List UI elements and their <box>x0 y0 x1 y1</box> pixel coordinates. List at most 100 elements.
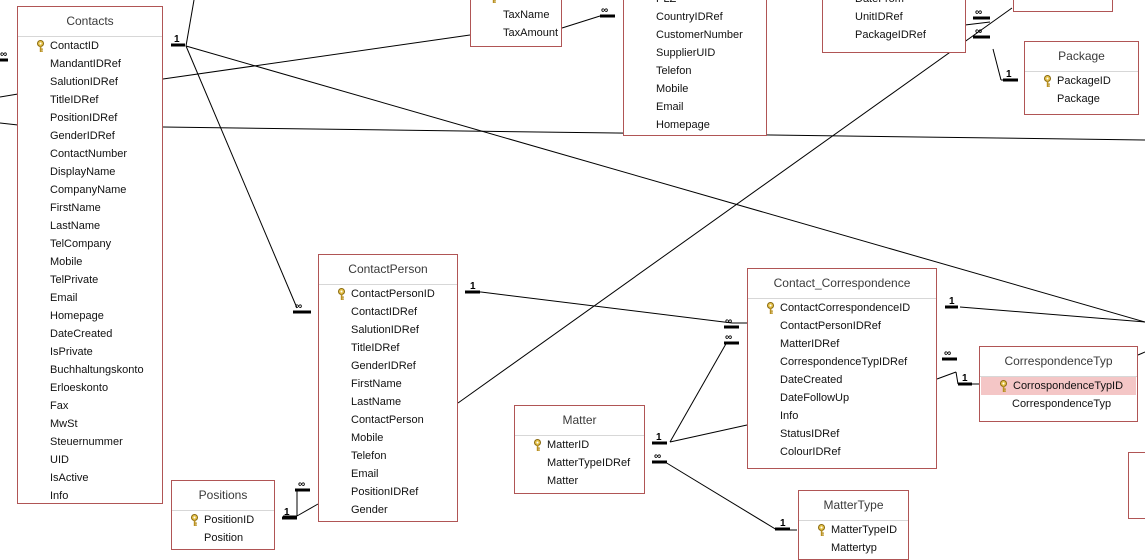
field-row[interactable]: TaxID <box>471 0 561 6</box>
field-row[interactable]: ContactIDRef <box>319 303 457 321</box>
field-row[interactable]: Email <box>624 98 766 116</box>
field-name: Steuernummer <box>50 436 123 448</box>
field-row[interactable]: PackageID <box>1025 72 1138 90</box>
field-row[interactable]: TitleIDRef <box>18 91 162 109</box>
field-row[interactable]: Mobile <box>18 253 162 271</box>
field-row[interactable]: ContactPersonIDRef <box>748 317 936 335</box>
field-row[interactable]: Buchhaltungskonto <box>18 361 162 379</box>
field-row[interactable]: Telefon <box>319 447 457 465</box>
field-row[interactable]: Position <box>172 529 274 547</box>
table-title[interactable]: Matter <box>515 406 644 436</box>
field-row[interactable]: ColourIDRef <box>748 443 936 461</box>
field-row[interactable]: GenderIDRef <box>319 357 457 375</box>
field-row[interactable]: MatterID <box>515 436 644 454</box>
table-title[interactable]: Contacts <box>18 7 162 37</box>
field-row[interactable]: Package <box>1025 90 1138 108</box>
field-row[interactable]: MatterIDRef <box>748 335 936 353</box>
field-row[interactable]: DateFollowUp <box>748 389 936 407</box>
field-row[interactable]: UID <box>18 451 162 469</box>
field-row[interactable]: CompanyName <box>18 181 162 199</box>
field-name: FirstName <box>351 378 402 390</box>
field-row[interactable]: PositionIDRef <box>319 483 457 501</box>
field-row[interactable]: ContactPerson <box>319 411 457 429</box>
table-title[interactable]: Contact_Correspondence <box>748 269 936 299</box>
field-row[interactable]: DateCreated <box>18 325 162 343</box>
field-row[interactable]: Info <box>18 487 162 503</box>
field-row[interactable]: FirstName <box>319 375 457 393</box>
field-row[interactable]: PLZ <box>624 0 766 8</box>
field-row[interactable]: Mobile <box>624 80 766 98</box>
field-row[interactable]: Mobile <box>319 429 457 447</box>
field-row[interactable]: StatusIDRef <box>748 425 936 443</box>
field-row[interactable]: TelPrivate <box>18 271 162 289</box>
table-offscreen-top-right[interactable] <box>1013 0 1113 12</box>
table-title[interactable]: Positions <box>172 481 274 511</box>
field-row[interactable]: MwSt <box>18 415 162 433</box>
field-row[interactable]: LastName <box>319 393 457 411</box>
field-row[interactable]: SalutionIDRef <box>18 73 162 91</box>
field-row[interactable]: DisplayName <box>18 163 162 181</box>
field-row[interactable]: Matter <box>515 472 644 490</box>
table-title[interactable]: MatterType <box>799 491 908 521</box>
field-row[interactable]: ContactCorrespondenceID <box>748 299 936 317</box>
field-row[interactable]: FirstName <box>18 199 162 217</box>
table-supplier[interactable]: PLZCountryIDRefCustomerNumberSupplierUID… <box>623 0 767 136</box>
field-row[interactable]: MandantIDRef <box>18 55 162 73</box>
field-row[interactable]: Erloeskonto <box>18 379 162 397</box>
field-row[interactable]: CustomerNumber <box>624 26 766 44</box>
field-row[interactable]: ContactID <box>18 37 162 55</box>
field-row[interactable]: PositionID <box>172 511 274 529</box>
field-row[interactable]: ContactNumber <box>18 145 162 163</box>
field-row[interactable]: CorrespondenceTyp <box>980 395 1137 413</box>
field-row[interactable]: TelCompany <box>18 235 162 253</box>
field-row[interactable]: Gender <box>319 501 457 519</box>
field-row[interactable]: PositionIDRef <box>18 109 162 127</box>
field-row[interactable]: CorrospondenceTypID <box>981 377 1136 395</box>
field-name: ContactPersonIDRef <box>780 320 881 332</box>
field-row[interactable]: DateCreated <box>748 371 936 389</box>
field-row[interactable]: Mattertyp <box>799 539 908 557</box>
field-row[interactable]: Steuernummer <box>18 433 162 451</box>
field-row[interactable]: GenderIDRef <box>18 127 162 145</box>
field-row[interactable]: Homepage <box>18 307 162 325</box>
field-row[interactable]: Fax <box>18 397 162 415</box>
field-row[interactable]: MatterTypeIDRef <box>515 454 644 472</box>
field-row[interactable]: CorrespondenceTypIDRef <box>748 353 936 371</box>
field-name: Erloeskonto <box>50 382 109 394</box>
field-row[interactable]: SupplierUID <box>624 44 766 62</box>
field-row[interactable]: TaxAmount <box>471 24 561 42</box>
table-contact-correspondence[interactable]: Contact_Correspondence ContactCorrespond… <box>747 268 937 469</box>
field-row[interactable]: CountryIDRef <box>624 8 766 26</box>
field-row[interactable]: IsPrivate <box>18 343 162 361</box>
field-row[interactable]: UnitIDRef <box>823 8 965 26</box>
field-row[interactable]: SalutionIDRef <box>319 321 457 339</box>
table-offscreen-right[interactable] <box>1128 452 1145 519</box>
field-row[interactable]: Email <box>18 289 162 307</box>
field-row[interactable]: Homepage <box>624 116 766 134</box>
table-unit-price[interactable]: DateFromUnitIDRefPackageIDRef <box>822 0 966 53</box>
field-row[interactable]: Telefon <box>624 62 766 80</box>
relation-line <box>457 7 1013 404</box>
table-title[interactable]: ContactPerson <box>319 255 457 285</box>
field-row[interactable]: TitleIDRef <box>319 339 457 357</box>
field-row[interactable]: DateFrom <box>823 0 965 8</box>
field-row[interactable]: LastName <box>18 217 162 235</box>
table-title[interactable]: Package <box>1025 42 1138 72</box>
field-row[interactable]: Email <box>319 465 457 483</box>
field-name: TaxID <box>503 0 531 3</box>
field-row[interactable]: ContactPersonID <box>319 285 457 303</box>
field-row[interactable]: MatterTypeID <box>799 521 908 539</box>
field-row[interactable]: IsActive <box>18 469 162 487</box>
table-title[interactable]: CorrespondenceTyp <box>980 347 1137 377</box>
field-row[interactable]: TaxName <box>471 6 561 24</box>
field-row[interactable]: Info <box>748 407 936 425</box>
field-row[interactable]: PackageIDRef <box>823 26 965 44</box>
